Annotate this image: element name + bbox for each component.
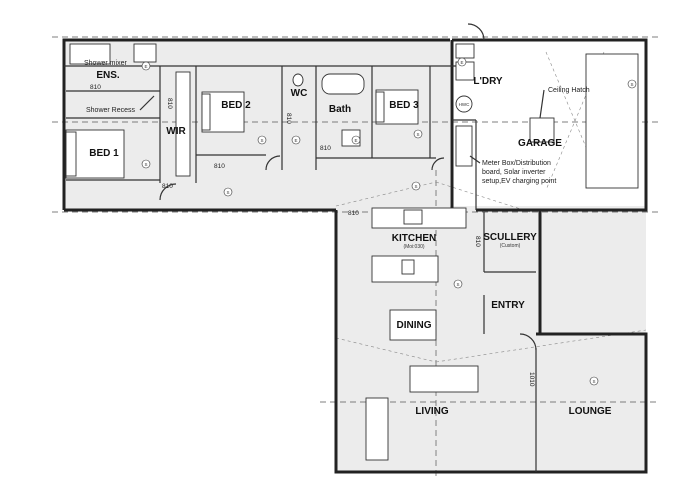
room-label-wc: WC — [291, 88, 308, 99]
symbols: S S S S S S S S E E E E — [141, 57, 637, 386]
door-swings — [159, 23, 537, 351]
fixtures — [65, 43, 639, 461]
annotation-ceiling-hatch: Ceiling Hatch — [548, 87, 590, 94]
room-label-bath: Bath — [329, 104, 351, 115]
svg-text:S: S — [414, 184, 417, 189]
room-label-garage: GARAGE — [518, 138, 562, 149]
floor-fill — [64, 40, 646, 472]
meter-box — [455, 125, 473, 167]
wc-toilet — [292, 73, 304, 87]
bed3-pillows — [375, 91, 385, 123]
smoke-detector-icon: S — [413, 129, 423, 139]
meter-box-leader — [469, 155, 481, 164]
extractor-fan-icon: E — [351, 135, 361, 145]
smoke-detector-icon: S — [411, 181, 421, 191]
dim-bed2-door: 810 — [214, 163, 225, 170]
smoke-detector-icon: S — [589, 376, 599, 386]
room-label-bed3: BED 3 — [389, 100, 419, 111]
shower-recess-leader — [139, 95, 155, 111]
dim-bath-door: 810 — [320, 145, 331, 152]
interior-walls — [64, 65, 537, 472]
annotation-meter-box-2: board, Solar inverter — [482, 169, 546, 176]
svg-text:E: E — [144, 64, 147, 69]
extractor-fan-icon: E — [291, 135, 301, 145]
door-swing-laundry — [467, 23, 485, 41]
garage-door-frame — [585, 53, 639, 189]
room-labels: ENS. BED 1 WIR BED 2 WC Bath BED 3 L'DRY… — [89, 70, 611, 417]
svg-text:S: S — [456, 282, 459, 287]
bath-tub — [321, 73, 365, 95]
room-label-kitchen: KITCHEN — [392, 233, 436, 244]
room-label-laundry: L'DRY — [473, 76, 503, 87]
laundry-tub — [455, 43, 475, 59]
annotation-shower-recess: Shower Recess — [86, 107, 136, 114]
annotation-meter-box-3: setup,EV charging point — [482, 178, 556, 185]
room-label-bed2: BED 2 — [221, 100, 251, 111]
door-swing-kitchen — [431, 157, 445, 171]
smoke-detector-icon: S — [141, 159, 151, 169]
extractor-fan-icon: E — [457, 57, 467, 67]
hot-water-cylinder — [455, 95, 473, 113]
door-swing-bed2 — [265, 155, 281, 171]
dim-ens-door: 810 — [90, 84, 101, 91]
smoke-detector-icon: S — [453, 279, 463, 289]
room-label-scullery: SCULLERY — [483, 232, 537, 243]
room-label-ensuite: ENS. — [96, 70, 120, 81]
ceiling-hatch-leader — [539, 89, 545, 119]
room-label-living: LIVING — [415, 406, 449, 417]
room-label-bed1: BED 1 — [89, 148, 119, 159]
extractor-fan-icon: E — [141, 61, 151, 71]
dim-wc-door: 810 — [285, 113, 292, 124]
room-label-wir: WIR — [166, 126, 186, 137]
smoke-detector-icon: S — [223, 187, 233, 197]
svg-text:S: S — [416, 132, 419, 137]
door-swing-bed1 — [159, 183, 177, 201]
island-hob — [401, 259, 415, 275]
svg-text:S: S — [592, 379, 595, 384]
svg-text:S: S — [260, 138, 263, 143]
bed2-pillows — [201, 93, 211, 131]
living-coffee-table — [409, 365, 479, 393]
shower-tray — [69, 43, 111, 65]
living-sofa — [365, 397, 389, 461]
bed1-pillows — [65, 131, 77, 177]
svg-text:E: E — [460, 60, 463, 65]
room-label-entry: ENTRY — [491, 300, 525, 311]
svg-text:S: S — [226, 190, 229, 195]
dim-kitchen-door: 810 — [348, 210, 359, 217]
annotation-hwc: HWC — [459, 102, 470, 107]
annotations: Shower mixer Shower Recess Ceiling Hatch… — [84, 60, 590, 185]
smoke-detector-icon: S — [627, 79, 637, 89]
door-swing-entry — [519, 333, 537, 351]
wir-shelf — [175, 71, 191, 177]
annotation-shower-mixer: Shower mixer — [84, 60, 127, 67]
dim-living-door: 1010 — [528, 372, 535, 387]
exterior-walls — [62, 38, 648, 474]
svg-text:S: S — [630, 82, 633, 87]
kitchen-sink — [403, 209, 423, 225]
dining-table — [389, 309, 437, 341]
room-label-dining: DINING — [397, 320, 432, 331]
ensuite-vanity — [133, 43, 157, 63]
svg-text:S: S — [144, 162, 147, 167]
svg-text:E: E — [354, 138, 357, 143]
smoke-detector-icon: S — [257, 135, 267, 145]
svg-text:E: E — [294, 138, 297, 143]
dim-wir-door: 810 — [166, 98, 173, 109]
dim-scullery-door: 810 — [474, 236, 481, 247]
scullery-note: (Custom) — [500, 243, 521, 249]
kitchen-note: (Moi:030) — [403, 244, 424, 250]
annotation-meter-box-1: Meter Box/Distribution — [482, 160, 551, 167]
ceiling-hatch-box — [529, 117, 555, 143]
room-label-lounge: LOUNGE — [569, 406, 612, 417]
